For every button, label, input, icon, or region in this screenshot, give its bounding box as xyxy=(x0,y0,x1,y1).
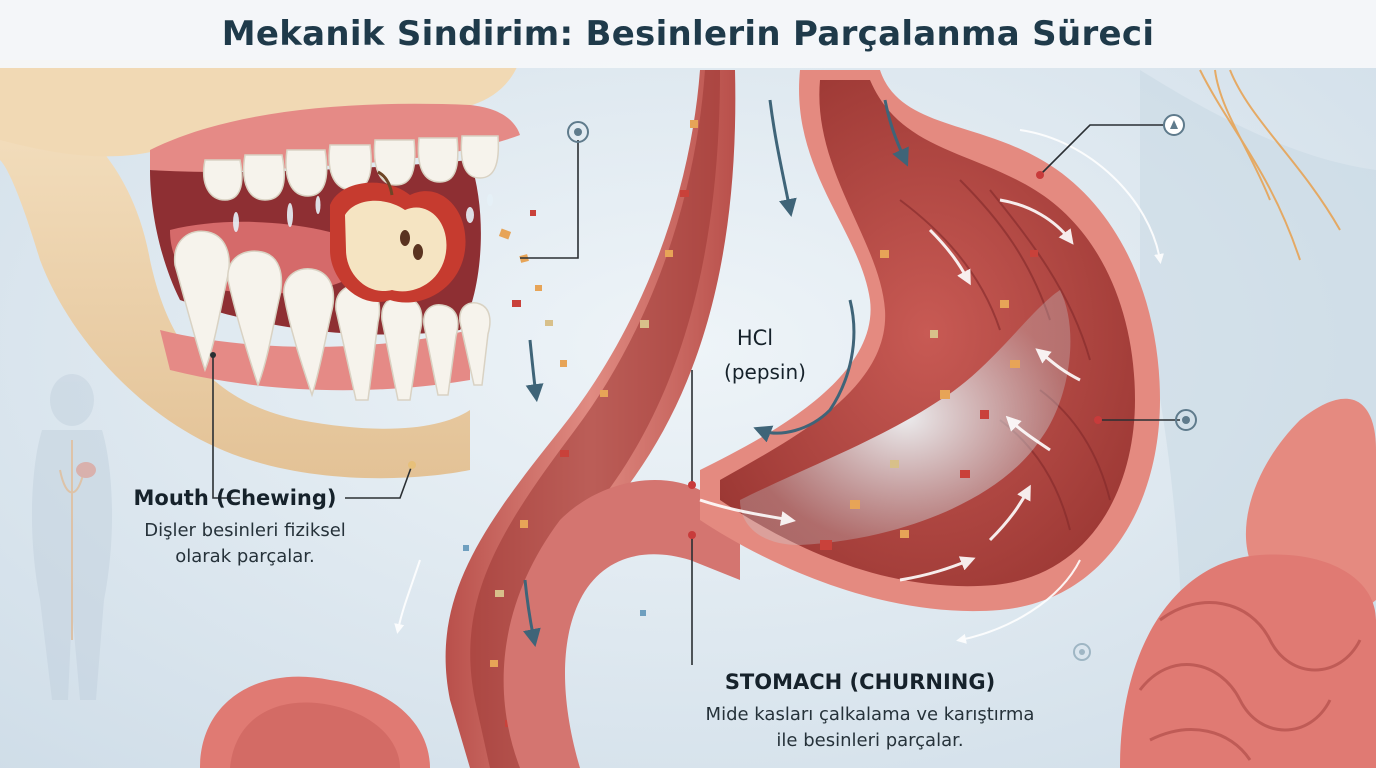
title-bar: Mekanik Sindirim: Besinlerin Parçalanma … xyxy=(0,0,1376,68)
body-figure-icon xyxy=(31,374,113,700)
food-particles-stomach xyxy=(820,250,1038,550)
mouth-description-line2: olarak parçalar. xyxy=(175,546,315,567)
page-title: Mekanik Sindirim: Besinlerin Parçalanma … xyxy=(221,14,1155,54)
pepsin-label: (pepsin) xyxy=(724,360,806,384)
churning-foam xyxy=(740,290,1071,545)
stomach-inner xyxy=(720,80,1135,587)
stomach-heading: STOMACH (CHURNING) xyxy=(724,670,996,694)
jaw-bone xyxy=(0,90,470,479)
saliva xyxy=(233,194,493,232)
intestine-right xyxy=(1120,398,1376,768)
upper-jaw xyxy=(0,60,520,157)
guide-arcs xyxy=(394,129,1164,644)
apple-bite-icon xyxy=(330,170,466,303)
info-node-icon xyxy=(210,114,1197,661)
mouth-heading: Mouth (Chewing) xyxy=(133,486,337,510)
churning-arrows xyxy=(699,198,1081,582)
stomach-description-line1: Mide kasları çalkalama ve karıştırma xyxy=(705,704,1035,725)
direction-arrow-icon xyxy=(523,99,909,648)
nerve-lines xyxy=(1199,69,1341,261)
intestine-left xyxy=(200,676,430,768)
pylorus-tube xyxy=(503,480,740,768)
mouth-description-line1: Dişler besinleri fiziksel xyxy=(144,520,346,541)
leader-lines xyxy=(212,124,1180,665)
acid-label: HCl xyxy=(736,326,774,350)
upper-teeth xyxy=(203,135,500,201)
stomach-description-line2: ile besinleri parçalar. xyxy=(776,730,964,751)
lower-teeth xyxy=(173,230,491,401)
